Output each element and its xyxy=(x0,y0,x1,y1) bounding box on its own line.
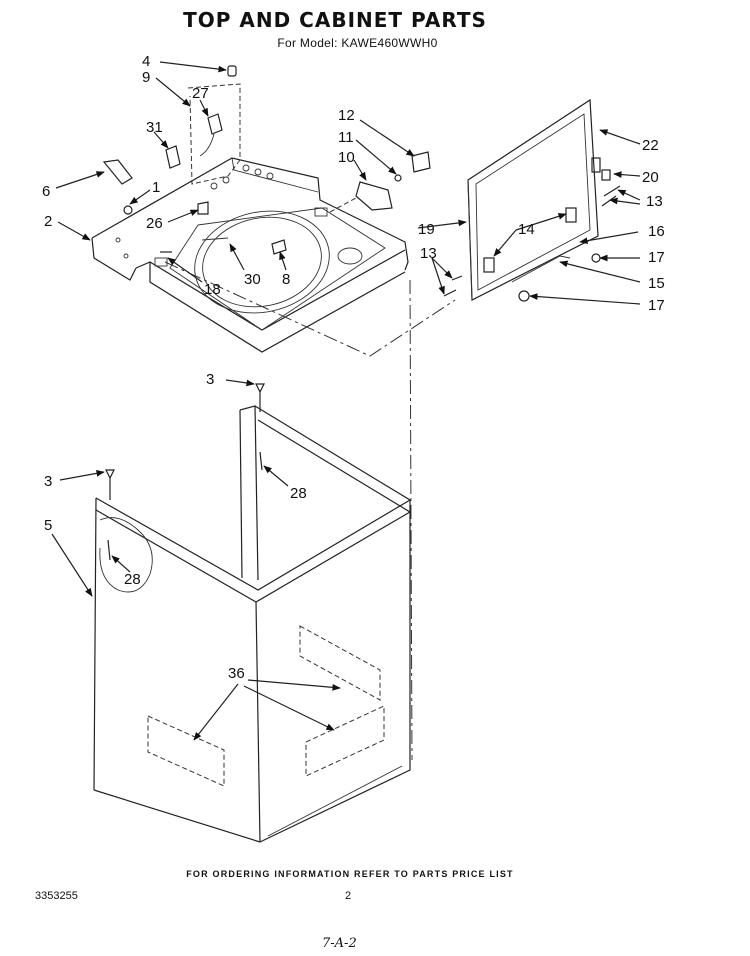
callout-4: 4 xyxy=(142,53,150,70)
model-subtitle: For Model: KAWE460WWH0 xyxy=(277,36,438,50)
switch-group-outline xyxy=(187,83,241,185)
callout-19: 19 xyxy=(418,221,435,238)
callout-13-lid: 13 xyxy=(646,193,663,210)
callout-17-lower: 17 xyxy=(648,297,665,314)
callout-28-rear: 28 xyxy=(290,485,307,502)
ordering-note: FOR ORDERING INFORMATION REFER TO PARTS … xyxy=(186,869,514,879)
callout-14: 14 xyxy=(518,221,535,238)
callout-5: 5 xyxy=(44,517,52,534)
hinge-parts xyxy=(329,151,431,213)
callout-1: 1 xyxy=(152,179,160,196)
callout-22: 22 xyxy=(642,137,659,154)
callout-6: 6 xyxy=(42,183,50,200)
callout-15: 15 xyxy=(648,275,665,292)
alignment-line-vertical xyxy=(409,279,413,761)
cabinet xyxy=(93,383,411,843)
leader-arrows xyxy=(51,61,641,741)
callout-36: 36 xyxy=(228,665,245,682)
callout-8: 8 xyxy=(282,271,290,288)
callout-12: 12 xyxy=(338,107,355,124)
callout-20: 20 xyxy=(642,169,659,186)
callout-10: 10 xyxy=(338,149,355,166)
callout-17-upper: 17 xyxy=(648,249,665,266)
callout-2: 2 xyxy=(44,213,52,230)
document-number: 3353255 xyxy=(35,890,78,902)
callout-labels: 4 9 27 31 6 1 2 26 18 30 8 12 11 10 22 2… xyxy=(42,53,665,682)
callout-30: 30 xyxy=(244,271,261,288)
callout-31: 31 xyxy=(146,119,163,136)
callout-13-hinge: 13 xyxy=(420,245,437,262)
handwritten-note: 7-A-2 xyxy=(322,936,357,951)
page-title: TOP AND CABINET PARTS xyxy=(183,8,487,32)
callout-11: 11 xyxy=(338,129,354,146)
page-number: 2 xyxy=(345,890,352,902)
lid-switch-parts xyxy=(102,65,287,255)
callout-18: 18 xyxy=(204,281,221,298)
callout-26: 26 xyxy=(146,215,163,232)
callout-3-rear: 3 xyxy=(206,371,214,388)
callout-9: 9 xyxy=(142,69,150,86)
alignment-line xyxy=(164,261,456,357)
callout-28-front: 28 xyxy=(124,571,141,588)
callout-3-front: 3 xyxy=(44,473,52,490)
top-panel xyxy=(91,157,409,353)
callout-16: 16 xyxy=(648,223,665,240)
callout-27: 27 xyxy=(192,85,209,102)
lid xyxy=(443,98,621,302)
